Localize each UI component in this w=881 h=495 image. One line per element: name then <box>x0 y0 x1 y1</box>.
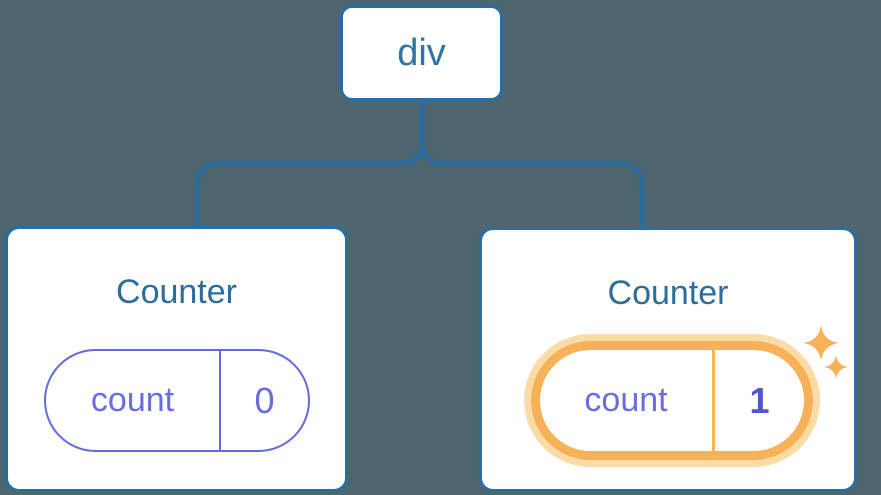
sparkle-icon-small <box>824 355 848 379</box>
counter-card-right: Counter count 1 <box>479 227 857 492</box>
state-value: 0 <box>254 379 275 421</box>
counter-card-left: Counter count 0 <box>5 226 348 492</box>
sparkle-icon-large <box>803 325 839 361</box>
state-key: count <box>540 350 715 451</box>
connector-right-branch <box>419 101 645 230</box>
component-title: Counter <box>116 273 237 311</box>
component-title: Counter <box>607 274 729 312</box>
tree-node-div-label: div <box>397 31 446 74</box>
state-key: count <box>46 351 221 450</box>
state-pill: count 0 <box>44 349 310 452</box>
tree-node-div: div <box>340 5 503 101</box>
state-pill-highlighted: count 1 <box>531 341 813 460</box>
state-value: 1 <box>749 379 770 421</box>
sparkle-icons <box>803 325 848 379</box>
connector-left-branch <box>194 101 425 228</box>
